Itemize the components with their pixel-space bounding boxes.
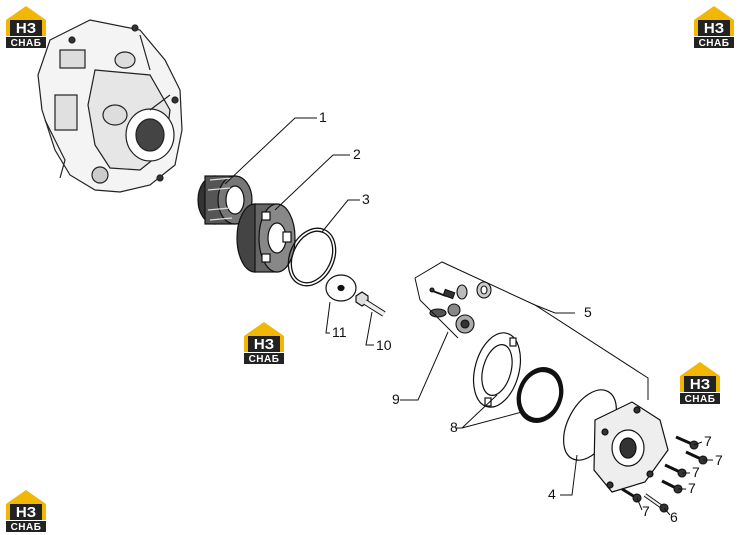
- svg-text:СНАБ: СНАБ: [699, 38, 730, 49]
- leader-6: [663, 507, 671, 516]
- callout-8: 8: [450, 419, 458, 435]
- part-9-valve-kit: [429, 281, 492, 334]
- leader-7a: [693, 441, 703, 446]
- svg-text:СНАБ: СНАБ: [11, 522, 42, 533]
- leader-9: [400, 331, 449, 401]
- callout-9: 9: [392, 391, 400, 407]
- logo-top-left: НЗ СНАБ: [2, 2, 58, 50]
- callout-4: 4: [548, 486, 556, 502]
- svg-text:СНАБ: СНАБ: [249, 354, 280, 365]
- transmission-housing: [37, 19, 183, 193]
- callout-7b: 7: [715, 452, 723, 468]
- leader-5: [534, 304, 575, 314]
- svg-text:НЗ: НЗ: [704, 20, 724, 37]
- part-11-washer: [325, 274, 357, 302]
- leader-4: [560, 454, 578, 496]
- leader-8b: [461, 411, 523, 429]
- svg-text:НЗ: НЗ: [690, 376, 710, 393]
- callout-labels: 1 2 3 4 5 6 7 7 7 7 7 8 9 10 11: [319, 109, 723, 525]
- part-5-cover: [593, 401, 669, 493]
- leader-10: [365, 311, 374, 346]
- part-3-snap-ring: [287, 227, 337, 287]
- callout-11: 11: [332, 324, 347, 340]
- callout-5: 5: [584, 304, 592, 320]
- svg-text:СНАБ: СНАБ: [11, 38, 42, 49]
- logo-top-right: НЗ СНАБ: [690, 2, 745, 50]
- callout-3: 3: [362, 191, 370, 207]
- leader-7e: [636, 497, 643, 511]
- leader-11: [325, 301, 331, 334]
- leader-2: [274, 154, 350, 211]
- callout-2: 2: [353, 146, 361, 162]
- svg-text:НЗ: НЗ: [16, 504, 36, 521]
- part-8-friction-disc: [472, 332, 522, 408]
- callout-7c: 7: [692, 464, 700, 480]
- logo-icon: НЗ СНАБ: [694, 6, 734, 49]
- callout-1: 1: [319, 109, 327, 125]
- callout-6: 6: [670, 509, 678, 525]
- part-10-bolt: [355, 291, 386, 317]
- logo-icon: НЗ СНАБ: [680, 362, 720, 405]
- svg-text:НЗ: НЗ: [254, 336, 274, 353]
- callout-7e: 7: [642, 503, 650, 519]
- leader-1: [224, 117, 317, 185]
- part-2-gear-hub: [236, 203, 296, 273]
- logo-icon: НЗ СНАБ: [6, 6, 46, 49]
- logo-icon: НЗ СНАБ: [244, 322, 284, 365]
- logo-center: НЗ СНАБ: [240, 318, 296, 366]
- leader-lines: [224, 117, 713, 516]
- logo-icon: НЗ СНАБ: [6, 490, 46, 533]
- part-7-screws: [621, 435, 708, 503]
- svg-text:НЗ: НЗ: [16, 20, 36, 37]
- logo-bottom-left: НЗ СНАБ: [2, 486, 58, 534]
- svg-text:СНАБ: СНАБ: [685, 394, 716, 405]
- callout-10: 10: [376, 337, 392, 353]
- part-8-steel-disc: [516, 367, 564, 423]
- callout-7a: 7: [704, 433, 712, 449]
- callout-7d: 7: [688, 480, 696, 496]
- leader-3: [321, 199, 360, 233]
- logo-right: НЗ СНАБ: [676, 358, 732, 406]
